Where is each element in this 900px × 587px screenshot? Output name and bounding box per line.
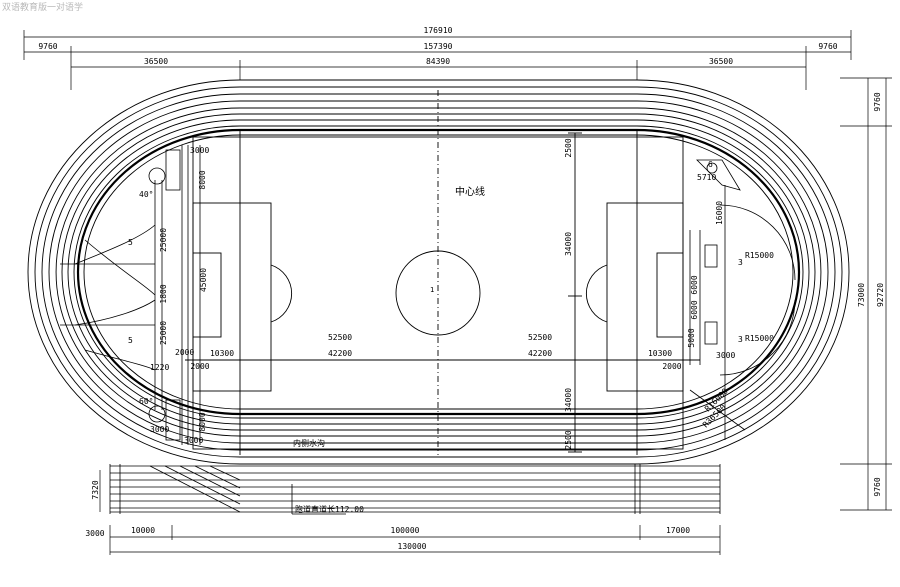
dim-left-small-3000: 3000	[150, 425, 169, 434]
dim-right-16000: 16000	[715, 201, 724, 225]
football-field	[185, 90, 700, 455]
dim-left-box-height: 45000	[199, 268, 208, 292]
right-penalty-arc	[585, 264, 608, 323]
left-pit-top	[165, 149, 181, 191]
center-circle	[395, 250, 481, 336]
dim-half-width-top: 34000	[564, 232, 573, 256]
right-end-events	[689, 159, 796, 440]
dim-box-depth-right: 10300	[648, 349, 672, 358]
dim-left-small-2000: 2000	[175, 348, 194, 357]
dim-margin-bottom: 2500	[564, 430, 573, 449]
dim-half-length-left: 52500	[328, 333, 352, 342]
dim-right-3000: 3000	[716, 351, 735, 360]
dim-inner-width: 157390	[424, 42, 453, 51]
dim-overall-width: 176910	[424, 26, 453, 35]
dim-left-upper: 8000	[198, 170, 207, 189]
label-right-3a: 3	[738, 258, 743, 267]
lane-line-7	[67, 119, 810, 425]
radius-r15000-a: R15000	[745, 251, 774, 260]
angle-bottom: 60°	[139, 397, 153, 406]
dim-bottom-left-small: 10000	[131, 526, 155, 535]
dim-outer-right: 9760	[818, 42, 837, 51]
left-sector-lower	[74, 299, 156, 326]
left-goal-area	[192, 252, 222, 338]
sector-label-b: 5	[128, 336, 133, 345]
left-sector-upper	[74, 224, 156, 265]
track-lanes	[27, 79, 850, 465]
watermark: 双语教育版一对语学	[2, 3, 84, 13]
dim-left-top: 3000	[190, 146, 209, 155]
right-pit-top	[704, 244, 718, 268]
inner-drain-label: 内侧水沟	[293, 438, 325, 448]
dim-goal-offset-right: 2000	[662, 362, 681, 371]
dim-center-to-box-left: 42200	[328, 349, 352, 358]
dimension-labels: 176910 9760 157390 9760 36500 84390 3650…	[38, 26, 885, 551]
dim-left-vertical: 7320	[91, 480, 100, 499]
dim-bottom-mid: 100000	[391, 526, 420, 535]
dim-right-5000: 5000	[687, 328, 696, 347]
left-penalty-arc	[270, 264, 293, 323]
dim-left-1800: 1800	[159, 284, 168, 303]
right-throw-cage	[696, 159, 741, 191]
dim-left-25000-a: 25000	[159, 228, 168, 252]
sector-label-a: 5	[128, 238, 133, 247]
dim-curve-left: 36500	[144, 57, 168, 66]
dim-left-bottom: 3000	[184, 436, 203, 445]
center-line-label: 中心线	[455, 185, 485, 198]
lane-line-2	[34, 86, 843, 458]
dim-right-5710: 5710	[697, 173, 716, 182]
dim-left-lower: 8000	[198, 412, 207, 431]
right-pit-bottom	[704, 321, 718, 345]
dim-half-length-right: 52500	[528, 333, 552, 342]
dim-box-depth-left: 10300	[210, 349, 234, 358]
dim-right-6000-a: 6000	[690, 275, 699, 294]
dim-right-top: 9760	[873, 92, 882, 111]
right-arc-upper	[719, 204, 796, 281]
straight-label: 跑道直道长112.00	[295, 504, 364, 514]
lane-line-6	[61, 113, 816, 431]
dim-right-mid: 73000	[857, 283, 866, 307]
label-right-6: 6	[708, 160, 713, 169]
dim-bottom-total: 130000	[398, 542, 427, 551]
lane-line-8	[73, 125, 804, 419]
dim-right-6000-b: 6000	[690, 300, 699, 319]
radius-r15000-b: R15000	[745, 334, 774, 343]
left-end-events	[60, 145, 201, 445]
dim-bottom-offset: 3000	[85, 529, 104, 538]
dim-left-25000-b: 25000	[159, 321, 168, 345]
dim-left-small-1220: 1220	[150, 363, 169, 372]
sprint-straight	[109, 464, 721, 515]
left-pit-bottom	[165, 399, 181, 441]
dim-curve-right: 36500	[709, 57, 733, 66]
dim-goal-offset-left: 2000	[190, 362, 209, 371]
right-arc-lower	[719, 299, 796, 376]
dimension-lines	[23, 30, 892, 555]
dim-right-bottom: 9760	[873, 477, 882, 496]
dim-bottom-right: 17000	[666, 526, 690, 535]
dim-outer-left: 9760	[38, 42, 57, 51]
label-right-3b: 3	[738, 335, 743, 344]
right-goal-area	[656, 252, 684, 338]
lane-line-1	[27, 79, 850, 465]
dim-half-width-bottom: 34000	[564, 388, 573, 412]
lane-line-5	[55, 107, 822, 437]
inner-curb	[76, 128, 801, 416]
center-circle-label: 1	[430, 286, 434, 294]
dim-straight: 84390	[426, 57, 450, 66]
dim-margin-top: 2500	[564, 138, 573, 157]
angle-top: 40°	[139, 190, 153, 199]
dim-right-total: 92720	[876, 283, 885, 307]
dim-center-to-box-right: 42200	[528, 349, 552, 358]
